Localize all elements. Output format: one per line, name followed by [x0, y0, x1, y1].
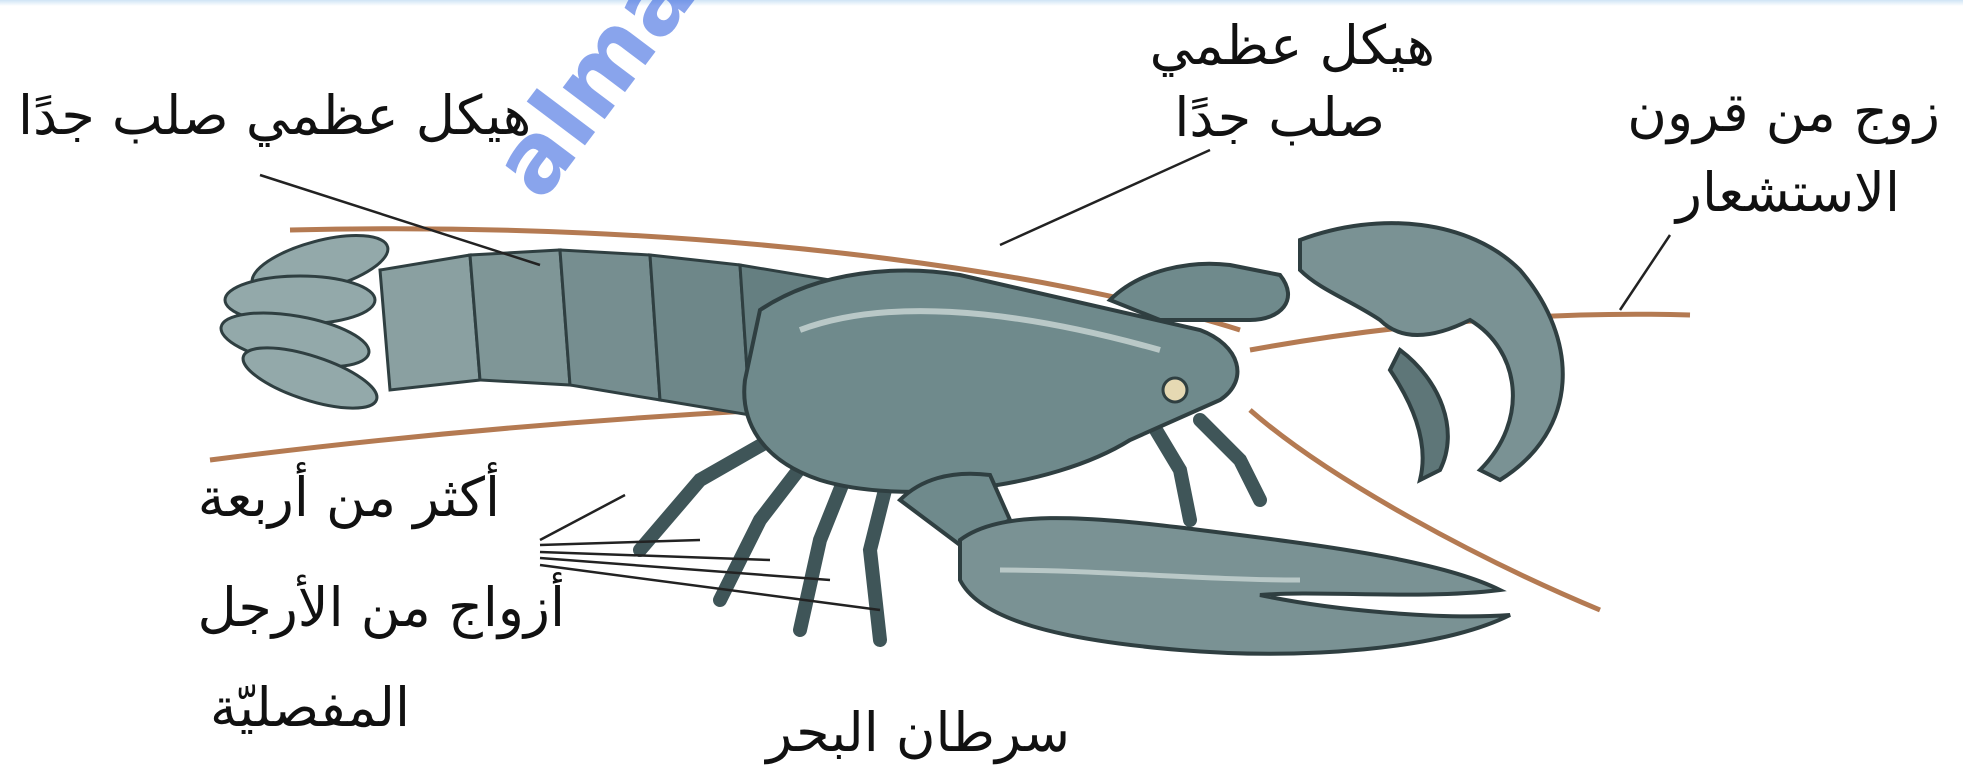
label-legs-line2: أزواج من الأرجل: [20, 580, 565, 637]
leg: [870, 470, 890, 640]
caption-lobster: سرطان البحر: [690, 705, 1070, 762]
leg: [1200, 420, 1260, 500]
tail-fan: [217, 224, 394, 421]
abdomen-segment: [650, 255, 750, 415]
label-exoskeleton-top-line2: صلب جدًا: [1045, 90, 1385, 147]
abdomen-segment: [560, 250, 660, 400]
leader-antennae: [1620, 235, 1670, 310]
label-exoskeleton-top-line1: هيكل عظمي: [1045, 18, 1435, 75]
label-legs-line1: أكثر من أربعة: [80, 470, 500, 527]
abdomen-segment: [380, 255, 480, 390]
lower-claw: [900, 474, 1510, 654]
label-antennae-line2: الاستشعار: [1520, 165, 1900, 222]
eye: [1163, 378, 1187, 402]
leader-exoskeleton-top: [1000, 150, 1210, 245]
abdomen-segment: [470, 250, 570, 385]
leader-legs: [540, 495, 625, 540]
label-exoskeleton-left: هيكل عظمي صلب جدًا: [18, 88, 531, 145]
leader-legs: [540, 540, 700, 545]
label-antennae-line1: زوج من قرون: [1520, 85, 1940, 142]
leader-legs: [540, 558, 830, 580]
label-legs-line3: المفصليّة: [140, 680, 410, 737]
leg: [1150, 420, 1190, 520]
